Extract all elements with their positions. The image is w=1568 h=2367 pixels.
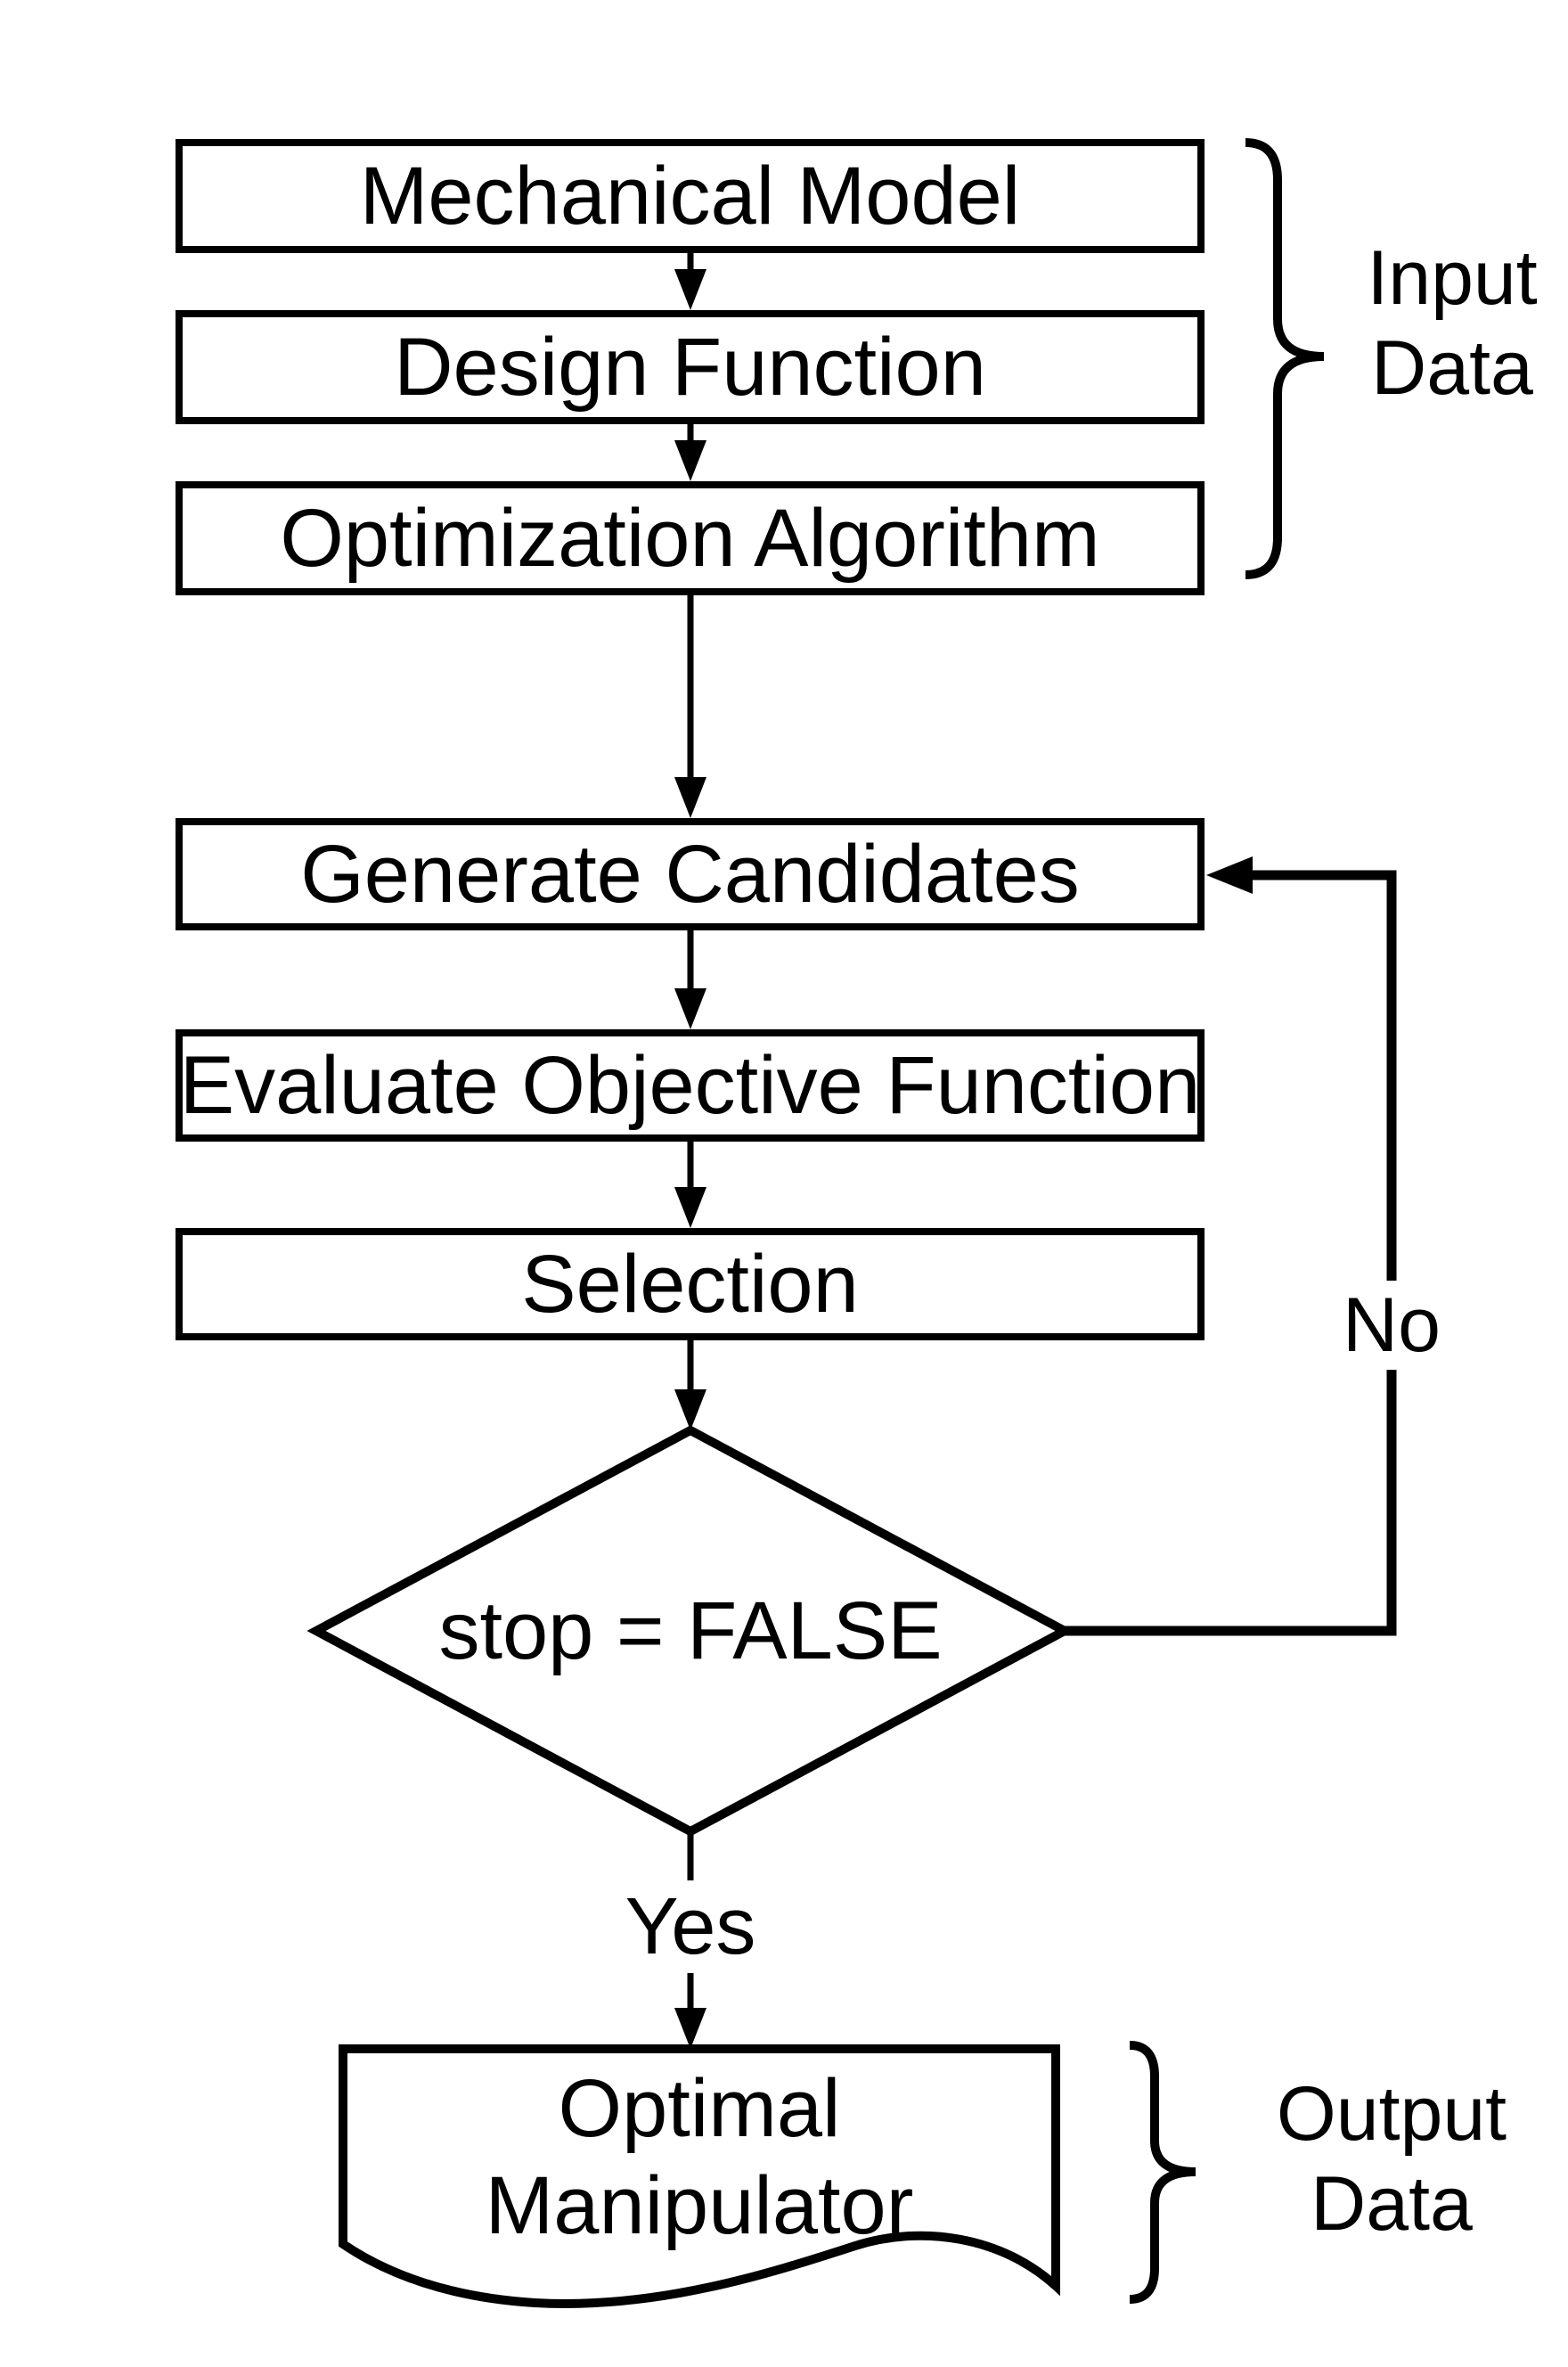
node-optimization-algorithm: Optimization Algorithm (176, 481, 1205, 595)
node-evaluate-objective-function-label: Evaluate Objective Function (179, 1040, 1201, 1131)
decision-text: stop = FALSE (438, 1585, 943, 1676)
node-optimization-algorithm-label: Optimization Algorithm (280, 493, 1100, 584)
arrow-mechanical-to-design-head (674, 269, 706, 310)
node-mechanical-model: Mechanical Model (176, 139, 1205, 253)
node-evaluate-objective-function: Evaluate Objective Function (176, 1029, 1205, 1142)
arrow-design-to-optimization-head (674, 440, 706, 481)
decision-diamond-shape (306, 1425, 1074, 1837)
node-design-function: Design Function (176, 310, 1205, 424)
input-group-brace (1245, 138, 1325, 579)
input-data-label: Input Data (1367, 235, 1538, 412)
node-selection: Selection (176, 1228, 1205, 1340)
no-text: No (1343, 1282, 1441, 1368)
arrow-evaluate-to-selection-head (674, 1187, 706, 1228)
output-document-text: Optimal Manipulator (485, 2063, 914, 2251)
arrow-selection-to-decision-head (674, 1389, 706, 1430)
node-generate-candidates-label: Generate Candidates (300, 829, 1080, 920)
node-selection-label: Selection (521, 1239, 859, 1330)
output-document-label: Optimal Manipulator (370, 2063, 1029, 2252)
node-design-function-label: Design Function (394, 322, 986, 413)
no-loop-arrowhead (1206, 856, 1253, 894)
output-document-shape (339, 2044, 1060, 2308)
arrow-optimization-to-generate-head (674, 777, 706, 818)
node-generate-candidates: Generate Candidates (176, 818, 1205, 930)
arrow-generate-to-evaluate-head (674, 988, 706, 1029)
node-mechanical-model-label: Mechanical Model (359, 151, 1021, 242)
edge-label-no: No (1303, 1281, 1481, 1370)
decision-diamond-label: stop = FALSE (379, 1582, 1002, 1680)
output-group-brace (1129, 2041, 1196, 2304)
output-data-label: Output Data (1276, 2071, 1507, 2248)
yes-text: Yes (625, 1882, 756, 1971)
no-loop-line (1065, 870, 1397, 1636)
arrow-decision-to-output-head (674, 2008, 706, 2049)
edge-label-yes: Yes (579, 1880, 802, 1973)
